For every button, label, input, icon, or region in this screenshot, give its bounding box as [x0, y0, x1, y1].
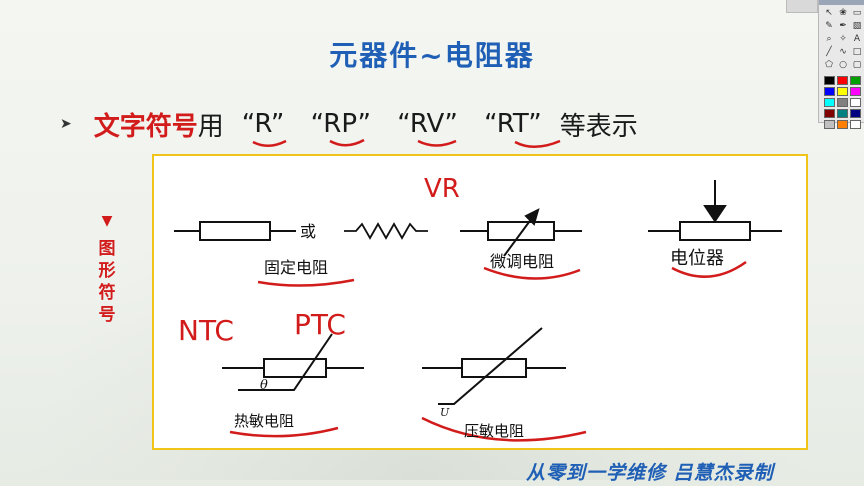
code-rv: “RV”	[397, 109, 458, 139]
red-underlines	[229, 260, 747, 442]
thermistor-symbol	[222, 333, 364, 391]
code-list: “R” “RP” “RV” “RT”	[224, 109, 542, 139]
lasso-icon[interactable]: ❀	[839, 8, 847, 18]
drawing-toolbox: ↖ ❀ ▭ ✎ ✒ ▧ ⌕ ✧ A ╱ ∿ □ ⬠ ○ ▢	[818, 0, 864, 129]
text-symbol-line: ➤ 文字符号 用 “R” “RP” “RV” “RT” 等表示	[60, 104, 638, 144]
label-trim-resistor: 微调电阻	[490, 252, 555, 271]
side-char: 号	[98, 305, 116, 325]
color-swatch[interactable]	[824, 87, 835, 96]
theta-symbol: θ	[260, 378, 268, 393]
code-r: “R”	[241, 109, 285, 139]
code-rt: “RT”	[484, 109, 542, 139]
color-swatch[interactable]	[837, 98, 848, 107]
select-icon[interactable]: ↖	[825, 8, 833, 18]
color-swatch[interactable]	[850, 87, 861, 96]
color-swatch[interactable]	[850, 120, 861, 129]
label-varistor: 压敏电阻	[464, 422, 525, 440]
underline-trim	[483, 266, 581, 280]
side-char: 图	[98, 239, 116, 259]
color-swatch[interactable]	[824, 98, 835, 107]
graphic-symbol-label: ▼ 图 形 符 号	[96, 210, 118, 326]
underline-fixed	[257, 278, 355, 287]
side-char: 符	[98, 283, 116, 303]
side-char: 形	[98, 261, 116, 281]
bullet-keyword: 文字符号	[93, 111, 198, 142]
tool-grid: ↖ ❀ ▭ ✎ ✒ ▧ ⌕ ✧ A ╱ ∿ □ ⬠ ○ ▢	[819, 5, 864, 74]
code-rp: “RP”	[310, 109, 371, 139]
underline-rt	[514, 139, 561, 148]
curve-icon[interactable]: ∿	[839, 47, 847, 57]
text-icon[interactable]: A	[853, 34, 861, 44]
window-tab[interactable]	[786, 0, 818, 13]
label-potentiometer: 电位器	[670, 248, 724, 269]
line-icon[interactable]: ╱	[826, 47, 832, 57]
underline-rp	[329, 138, 365, 147]
brush-icon[interactable]: ✒	[839, 21, 847, 31]
color-swatch[interactable]	[824, 109, 835, 118]
color-swatch[interactable]	[850, 76, 861, 85]
chevron-down-icon: ▼	[101, 213, 113, 229]
underline-pot	[671, 260, 747, 278]
color-swatch[interactable]	[850, 109, 861, 118]
resistor-symbols	[174, 180, 782, 442]
underline-varistor	[421, 416, 587, 442]
color-swatch[interactable]	[850, 98, 861, 107]
annotation-ptc: PTC	[294, 308, 346, 341]
color-swatch[interactable]	[837, 87, 848, 96]
color-palette	[819, 74, 864, 131]
bullet-arrow-icon: ➤	[60, 116, 72, 132]
fill-icon[interactable]: ▧	[852, 21, 862, 31]
underline-thermal	[229, 426, 339, 438]
roundrect-icon[interactable]: ▢	[852, 60, 862, 70]
magnify-icon[interactable]: ⌕	[826, 34, 832, 44]
pen-icon[interactable]: ✎	[825, 21, 833, 31]
color-swatch[interactable]	[824, 120, 835, 129]
footer-credit: 从零到一学维修 吕慧杰录制	[526, 462, 774, 484]
varistor-symbol	[422, 327, 566, 405]
bullet-connector: 用	[197, 111, 224, 142]
u-symbol: U	[440, 406, 450, 419]
underline-r	[252, 139, 287, 147]
eyedrop-icon[interactable]: ✧	[839, 34, 847, 44]
fixed-resistor-symbol	[174, 221, 296, 241]
label-thermistor: 热敏电阻	[234, 412, 295, 430]
label-fixed-resistor: 固定电阻	[264, 258, 329, 277]
toolbox-titlebar[interactable]	[819, 0, 864, 5]
eraser-icon[interactable]: ▭	[852, 8, 862, 18]
or-label: 或	[300, 222, 317, 241]
potentiometer-symbol	[648, 180, 782, 241]
symbol-figure: 或 固定电阻 微调电阻 电位器 热敏电阻 压敏电阻 θ U VR NTC PTC	[152, 154, 808, 450]
trimmer-resistor-symbol	[460, 208, 582, 257]
poly-icon[interactable]: ⬠	[825, 60, 833, 70]
color-swatch[interactable]	[837, 109, 848, 118]
slide-title: 元器件~电阻器	[329, 39, 535, 72]
ellipse-icon[interactable]: ○	[839, 60, 847, 70]
annotation-ntc: NTC	[178, 314, 234, 347]
zigzag-resistor-symbol	[344, 222, 428, 240]
color-swatch[interactable]	[837, 120, 848, 129]
rect-icon[interactable]: □	[852, 47, 862, 57]
bullet-tail: 等表示	[559, 111, 638, 142]
color-swatch[interactable]	[837, 76, 848, 85]
color-swatch[interactable]	[824, 76, 835, 85]
underline-rv	[417, 139, 457, 147]
annotation-vr: VR	[424, 174, 460, 204]
